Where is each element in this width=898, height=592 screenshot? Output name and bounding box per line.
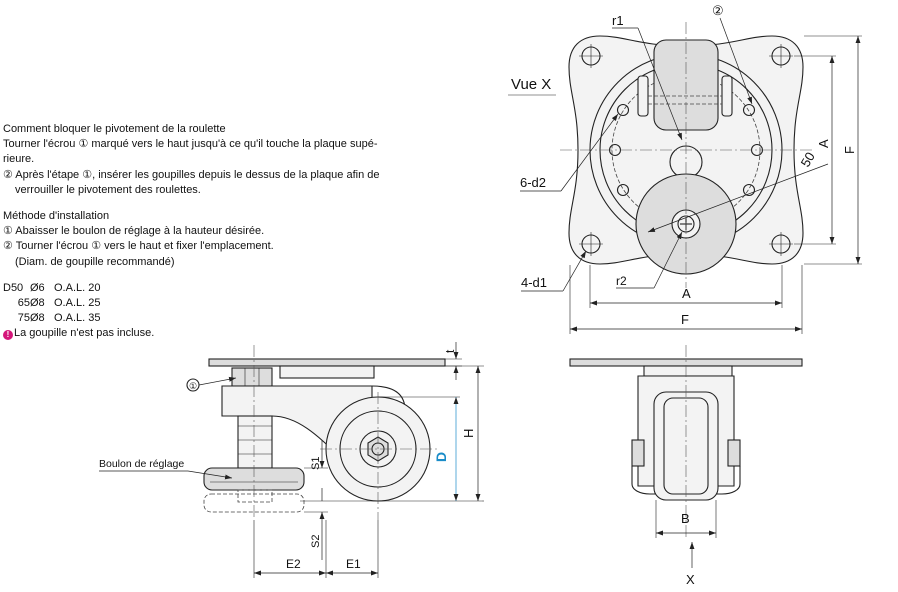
top-view: Vue X (508, 3, 862, 334)
install-title: Méthode d'installation (3, 210, 110, 223)
dim-S1: S1 (310, 457, 322, 470)
axle-nut-right (721, 75, 733, 117)
instruction-notes: Comment bloquer le pivotement de la roul… (3, 122, 403, 342)
pin-row-diam: Ø6 (30, 281, 45, 294)
dim-t: t (443, 349, 457, 353)
warning-icon: ! (3, 330, 13, 341)
dim-A-vertical: A (816, 139, 831, 148)
pin-row-oal: O.A.L. 20 (54, 281, 101, 294)
warning-note: !La goupille n'est pas incluse. (3, 326, 403, 341)
front-bearing (643, 365, 733, 377)
threaded-stem (237, 415, 273, 469)
pin-row-d: 65 (17, 297, 30, 310)
corner-holes (579, 44, 793, 256)
side-top-plate (208, 358, 446, 367)
swivel-bearing (279, 365, 375, 379)
pin-row-oal: O.A.L. 35 (54, 312, 101, 325)
dim-D: D (433, 452, 449, 462)
warning-text: La goupille n'est pas incluse. (14, 327, 155, 340)
lock-step1: Tourner l'écrou ① marqué vers le haut ju… (3, 138, 378, 151)
install-step2: ② Tourner l'écrou ① vers le haut et fixe… (3, 240, 274, 253)
pin-row: 65Ø8 O.A.L. 25 (3, 296, 403, 311)
front-nut-right (727, 439, 741, 467)
dim-E2: E2 (286, 557, 301, 571)
lock-step2: ② Après l'étape ①, insérer les goupilles… (3, 168, 380, 181)
d2-label: 6-d2 (520, 175, 546, 190)
pin-row-diam: Ø8 (30, 312, 45, 325)
side-view: ① Boulon de réglage t H D S1 S2 (99, 342, 484, 578)
d1-label: 4-d1 (521, 275, 547, 290)
pin-row: D50 Ø6 O.A.L. 20 (3, 281, 403, 296)
arrow-x-label: X (686, 572, 695, 587)
front-nut-left (631, 439, 645, 467)
pin-row-d: D50 (3, 281, 24, 294)
lock-title: Comment bloquer le pivotement de la roul… (3, 123, 226, 135)
dim-A: A (682, 286, 691, 301)
install-pin-note: (Diam. de goupille recommandé) (15, 255, 175, 268)
adjust-bolt-label: Boulon de réglage (99, 458, 184, 470)
dim-F-vertical: F (842, 146, 857, 154)
dim-50-line (647, 163, 829, 233)
pin-row-diam: Ø8 (30, 297, 45, 310)
axle-nut-left (637, 75, 649, 117)
dim-50: 50 (798, 149, 818, 169)
dim-F: F (681, 312, 689, 327)
view-x-label: Vue X (511, 76, 551, 93)
lock-step1-cont: rieure. (3, 153, 35, 166)
pin-row-oal: O.A.L. 25 (54, 297, 101, 310)
install-step1: ① Abaisser le boulon de réglage à la hau… (3, 225, 265, 238)
lock-nut (231, 367, 273, 387)
pin-row-d: 75 (17, 312, 30, 325)
lock-step2-cont: verrouiller le pivotement des roulettes. (15, 183, 201, 196)
dim-E1: E1 (346, 557, 361, 571)
front-view: B X (569, 345, 803, 587)
dim-H: H (461, 429, 476, 438)
callout-1: ① (189, 381, 197, 391)
r2-label: r2 (616, 274, 627, 288)
dim-B: B (681, 511, 690, 526)
dim-S2: S2 (310, 535, 322, 548)
pin-row: 75Ø8 O.A.L. 35 (3, 311, 403, 326)
callout-2: ② (712, 3, 724, 18)
r1-label: r1 (612, 13, 624, 28)
